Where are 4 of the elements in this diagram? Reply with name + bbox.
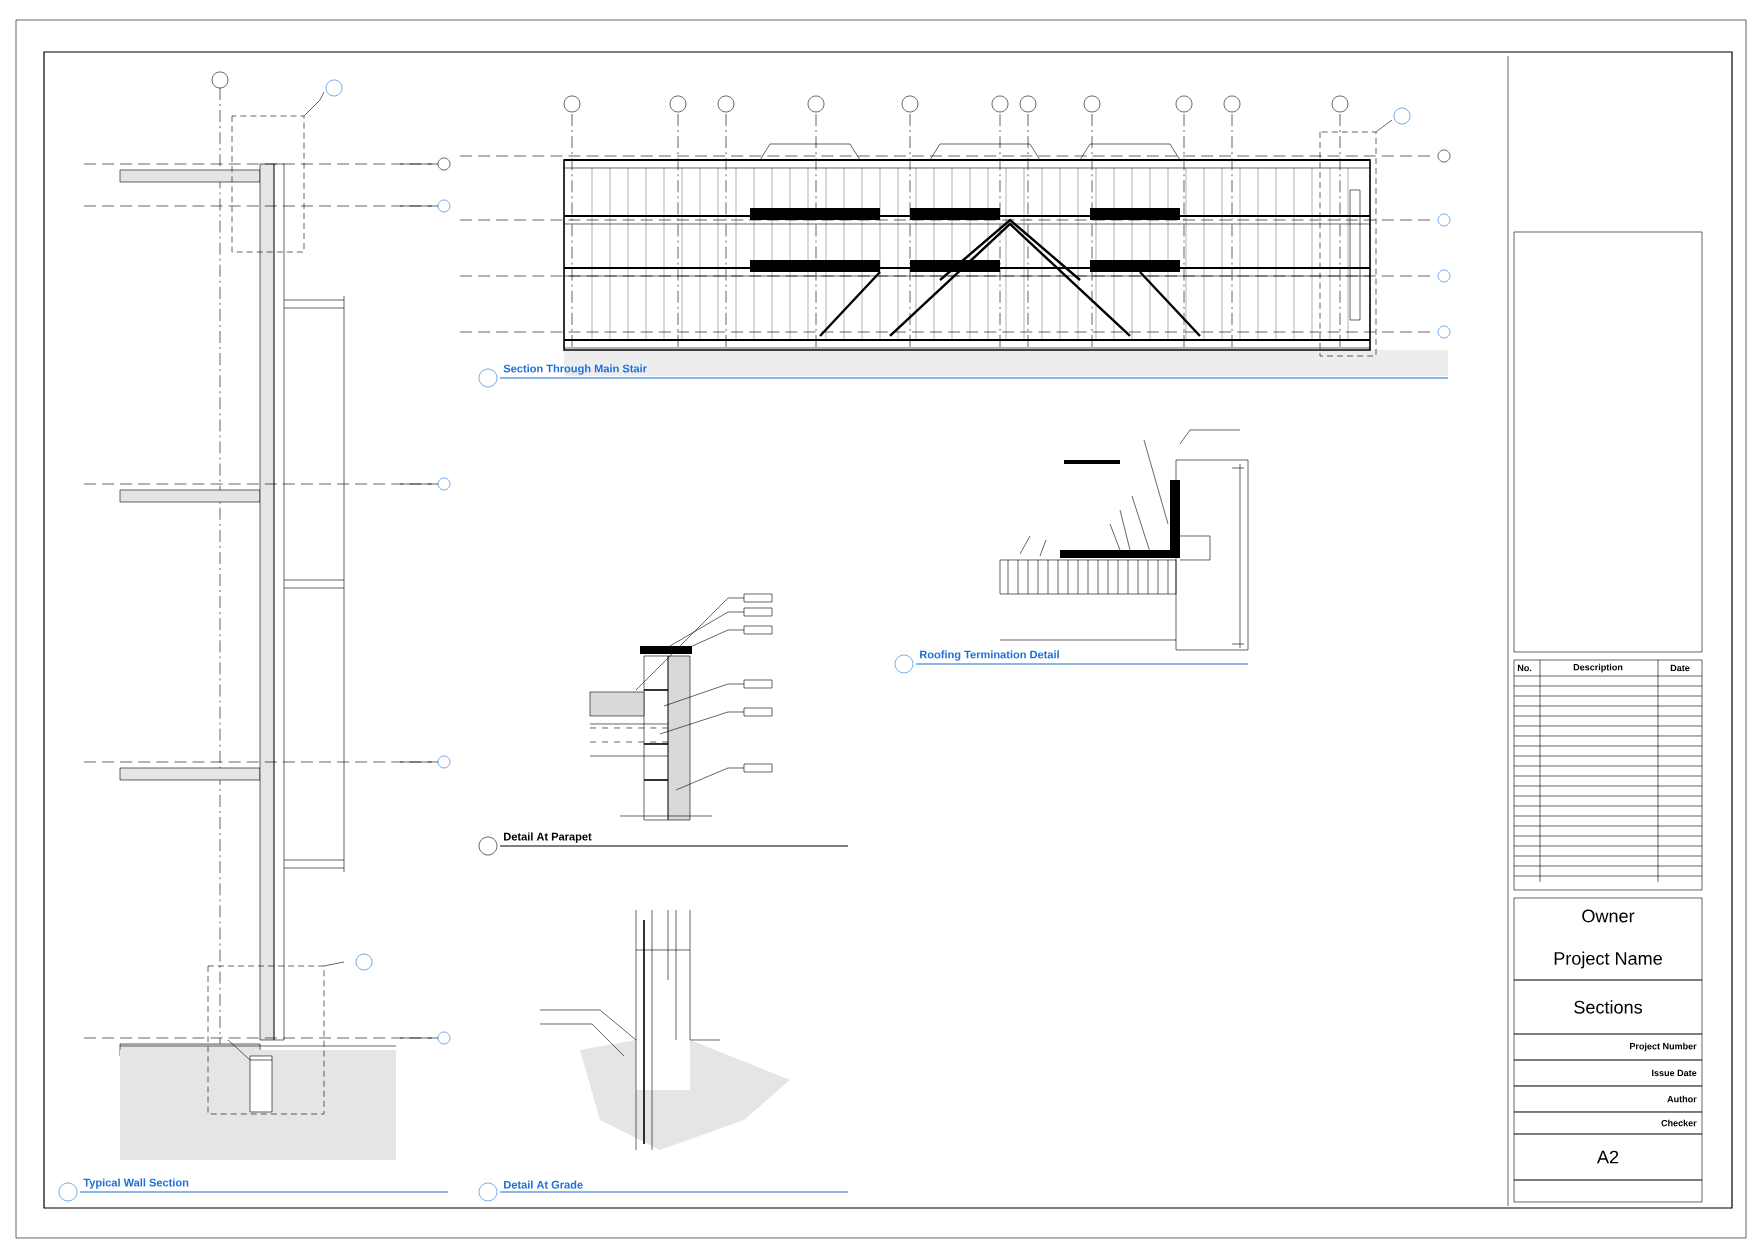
title-block-cell: Sections bbox=[1513, 979, 1703, 1035]
title-block-cell bbox=[1513, 1179, 1703, 1203]
title-block-cell: A2 bbox=[1513, 1133, 1703, 1181]
title-block-cell: Owner Project Name bbox=[1513, 897, 1703, 981]
